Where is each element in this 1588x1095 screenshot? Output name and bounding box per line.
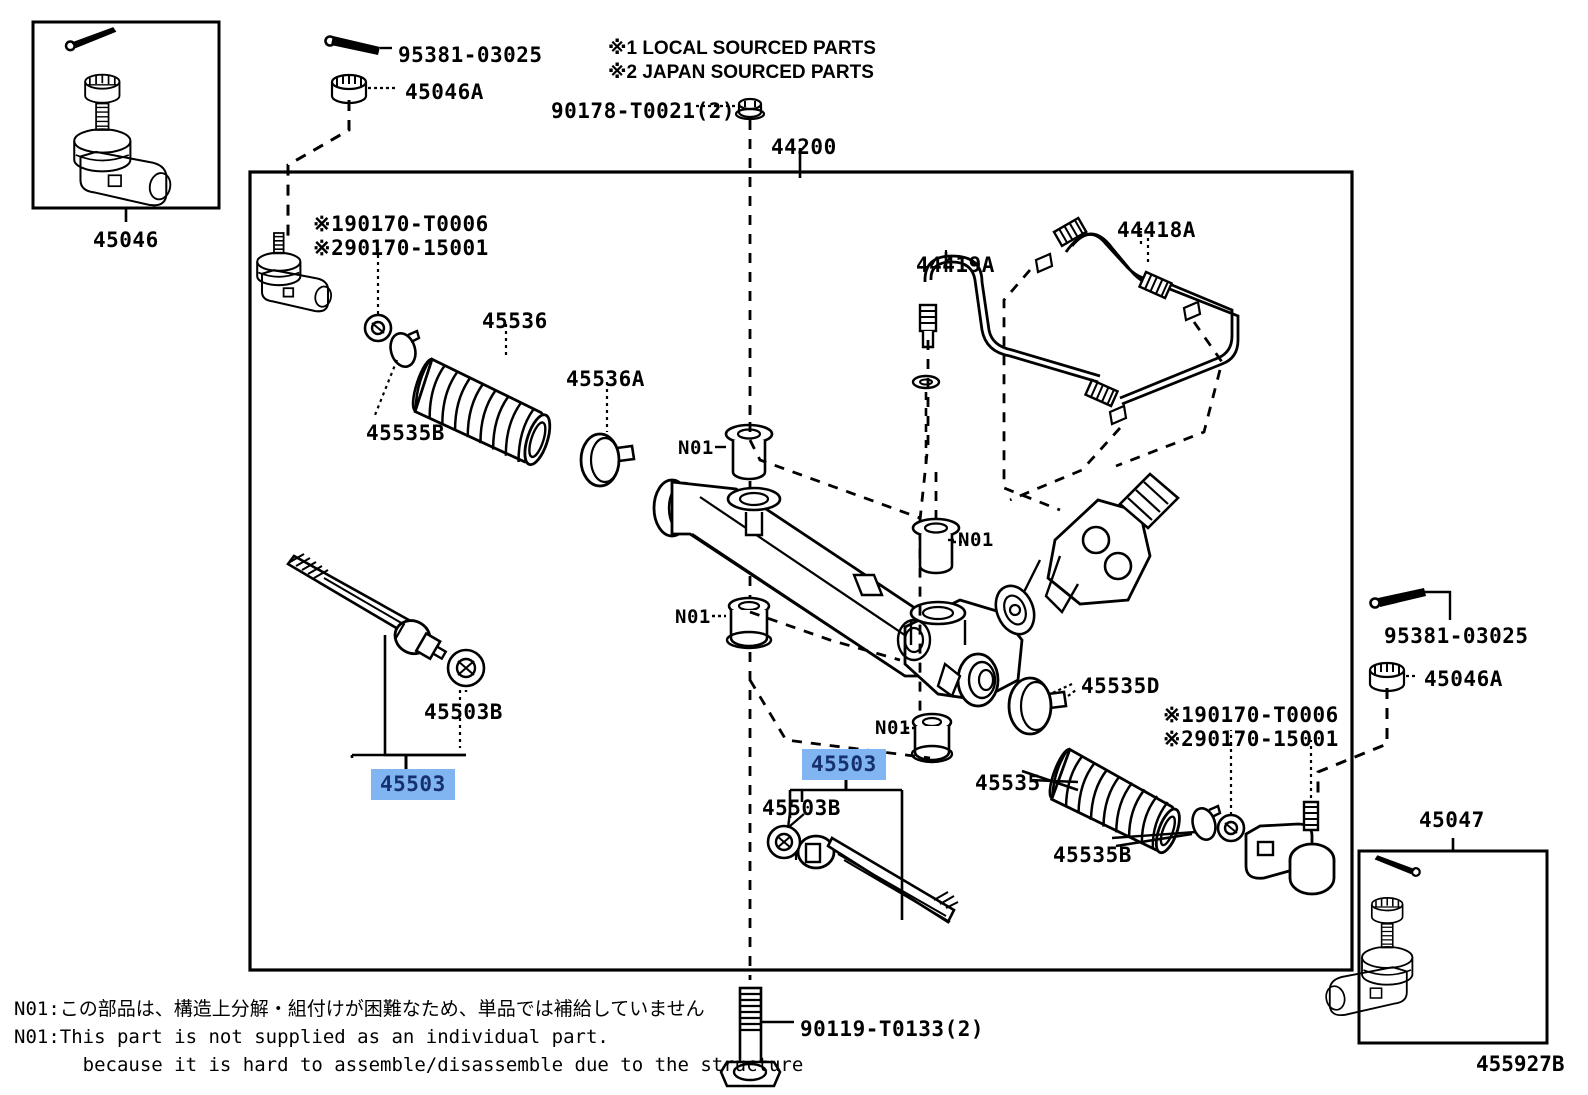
leader-45535B-right (1115, 832, 1193, 848)
callout-90119-T0133[interactable]: 90119-T0133(2) (800, 1017, 985, 1041)
callout-190170-T0006-left[interactable]: ※190170-T0006 (313, 212, 489, 236)
callout-45503B-left[interactable]: 45503B (424, 700, 503, 724)
n01-marker-4[interactable]: N01 (875, 717, 911, 739)
part-control-valve-assembly (994, 472, 1180, 636)
part-bushing-n01-2 (911, 517, 966, 575)
callout-45046A-left[interactable]: 45046A (405, 80, 484, 104)
inset-caption-45046[interactable]: 45046 (93, 228, 159, 252)
callout-290170-15001-left[interactable]: ※290170-15001 (313, 236, 489, 260)
mounting-dashed-outline (748, 406, 938, 760)
part-washer-45503B-center (766, 813, 805, 860)
sourced-parts-note-1: ※1 LOCAL SOURCED PARTS (608, 38, 876, 59)
callout-45503B-center[interactable]: 45503B (762, 796, 841, 820)
callout-45535B-right[interactable]: 45535B (1053, 843, 1132, 867)
footnote-en-2: because it is hard to assemble/disassemb… (14, 1054, 804, 1076)
part-oil-tube-44418A (1002, 216, 1240, 512)
part-steering-gear-housing-44200 (652, 478, 1024, 708)
callout-44418A[interactable]: 44418A (1117, 218, 1196, 242)
callout-190170-T0006-right[interactable]: ※190170-T0006 (1163, 703, 1339, 727)
part-boot-clamp-45535B-left (373, 329, 421, 416)
callout-45536[interactable]: 45536 (482, 309, 548, 333)
part-tie-rod-45503-left (286, 553, 466, 770)
callout-45503-center-highlighted[interactable]: 45503 (802, 749, 886, 781)
part-bolt-90119-T0133 (719, 986, 794, 1088)
part-bushing-n01-1 (715, 423, 774, 481)
n01-marker-3[interactable]: N01 (675, 606, 711, 628)
callout-290170-15001-right[interactable]: ※290170-15001 (1163, 727, 1339, 751)
inset-box-45046 (31, 20, 221, 222)
n01-marker-2[interactable]: N01 (958, 529, 994, 551)
part-tie-rod-45503-center (788, 776, 959, 924)
inset-caption-45047[interactable]: 45047 (1419, 808, 1485, 832)
callout-95381-03025-left[interactable]: 95381-03025 (398, 43, 543, 67)
part-steering-boot-45536 (411, 324, 552, 467)
callout-95381-03025-right[interactable]: 95381-03025 (1384, 624, 1529, 648)
part-bushing-n01-4 (906, 712, 954, 764)
part-lock-nut-right (1216, 740, 1246, 843)
part-lock-nut-left (363, 313, 393, 343)
part-cotter-pin-left (324, 35, 392, 55)
leader-45535 (1029, 778, 1079, 784)
callout-90178-T0021[interactable]: 90178-T0021(2) (551, 99, 736, 123)
callout-45536A[interactable]: 45536A (566, 367, 645, 391)
part-washer-45503B-left (446, 648, 486, 688)
part-boot-clamp-45536A (579, 382, 636, 488)
callout-45503-left-highlighted[interactable]: 45503 (371, 769, 455, 801)
part-oil-tube-44419A (911, 250, 1101, 758)
inset-box-45047 (1322, 838, 1549, 1045)
part-cotter-pin-right (1369, 588, 1452, 620)
part-flange-nut-90178 (696, 97, 766, 121)
callout-45535B-left[interactable]: 45535B (366, 421, 445, 445)
leader-45503B-center (786, 811, 792, 829)
part-castle-nut-45046A-right (1368, 661, 1418, 693)
sourced-parts-note-2: ※2 JAPAN SOURCED PARTS (608, 62, 874, 83)
callout-45535D[interactable]: 45535D (1081, 674, 1160, 698)
part-tie-rod-end-right (1244, 740, 1336, 896)
part-tie-rod-end-left (256, 232, 333, 313)
callout-45046A-right[interactable]: 45046A (1424, 667, 1503, 691)
callout-45535[interactable]: 45535 (975, 771, 1041, 795)
part-bushing-n01-3 (712, 596, 773, 650)
n01-marker-1[interactable]: N01 (678, 437, 714, 459)
callout-44419A[interactable]: 44419A (916, 253, 995, 277)
part-boot-clamp-45535B-right (1111, 804, 1222, 841)
footnote-jp: N01:この部品は、構造上分解・組付けが困難なため、単品では補給していません (14, 998, 705, 1020)
part-boot-clamp-45535D (1007, 676, 1077, 736)
callout-44200[interactable]: 44200 (771, 135, 837, 159)
footnote-en-1: N01:This part is not supplied as an indi… (14, 1026, 609, 1048)
leader-45535D (1049, 682, 1073, 696)
figure-code-label: 455927B (1476, 1052, 1565, 1076)
part-castle-nut-45046A-left (330, 73, 398, 105)
